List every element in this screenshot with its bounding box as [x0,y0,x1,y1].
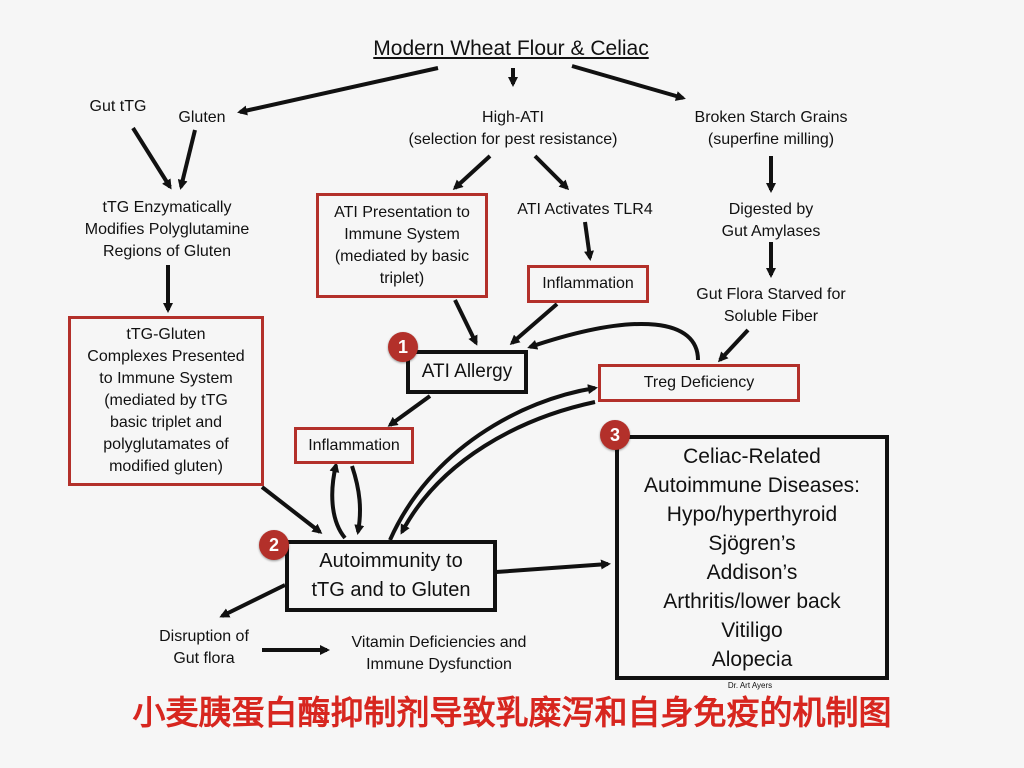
arrow-autoimmunity-to-inflammation [329,462,347,540]
chinese-caption: 小麦胰蛋白酶抑制剂导致乳糜泻和自身免疫的机制图 [132,693,892,732]
node-vitamin-deficiencies: Vitamin Deficiencies and Immune Dysfunct… [351,634,527,673]
arrow-presentation-to-allergy [453,299,478,346]
author-credit: Dr. Art Ayers [727,681,773,690]
arrow-inflammation-to-autoimmunity [350,465,365,535]
node-gut-flora-starved: Gut Flora Starved for Soluble Fiber [696,286,846,325]
arrow-gluten-to-modifies [177,129,197,190]
arrow-high-ati-to-tlr4 [533,154,570,191]
badge-1: 1 [388,332,418,362]
arrow-tlr4-to-inflammation [583,221,594,261]
arrow-autoimmunity-to-disruption [219,583,286,618]
arrow-gut-ttg-to-modifies [131,126,172,190]
arrow-treg-to-allergy [527,322,700,361]
arrow-high-ati-to-presentation [452,154,492,191]
node-autoimmunity: Autoimmunity to tTG and to Gluten [285,540,497,612]
badge-2: 2 [259,530,289,560]
arrow-autoimmunity-to-celiac [495,559,611,574]
node-broken-starch: Broken Starch Grains (superfine milling) [694,109,848,148]
arrow-inflammation-to-allergy [509,302,559,345]
node-gut-ttg: Gut tTG [89,98,147,115]
node-ati-tlr4: ATI Activates TLR4 [517,201,653,218]
node-gluten: Gluten [178,109,226,126]
arrow-allergy-to-inflammation [387,394,432,427]
node-ati-presentation: ATI Presentation to Immune System (media… [316,193,488,298]
node-disruption-gut-flora: Disruption of Gut flora [159,628,249,667]
arrow-autoimmunity-to-treg [388,384,598,541]
node-high-ati: High-ATI (selection for pest resistance) [408,109,618,148]
node-inflammation-tlr4: Inflammation [527,265,649,303]
node-inflammation-allergy: Inflammation [294,427,414,464]
node-digested: Digested by Gut Amylases [721,201,821,240]
arrow-treg-to-autoimmunity [400,400,596,535]
node-ati-allergy: ATI Allergy [406,350,528,394]
arrow-title-to-gluten [237,66,439,116]
arrow-title-to-broken-starch [571,64,686,101]
node-celiac-related-diseases: Celiac-Related Autoimmune Diseases: Hypo… [615,435,889,680]
node-ttg-modifies: tTG Enzymatically Modifies Polyglutamine… [84,199,250,260]
badge-3: 3 [600,420,630,450]
node-ttg-gluten-complexes: tTG-Gluten Complexes Presented to Immune… [68,316,264,486]
diagram-title: Modern Wheat Flour & Celiac [373,37,649,60]
arrow-complexes-to-autoimmunity [260,485,323,534]
node-treg-deficiency: Treg Deficiency [598,364,800,402]
arrow-flora-to-treg [717,328,750,363]
